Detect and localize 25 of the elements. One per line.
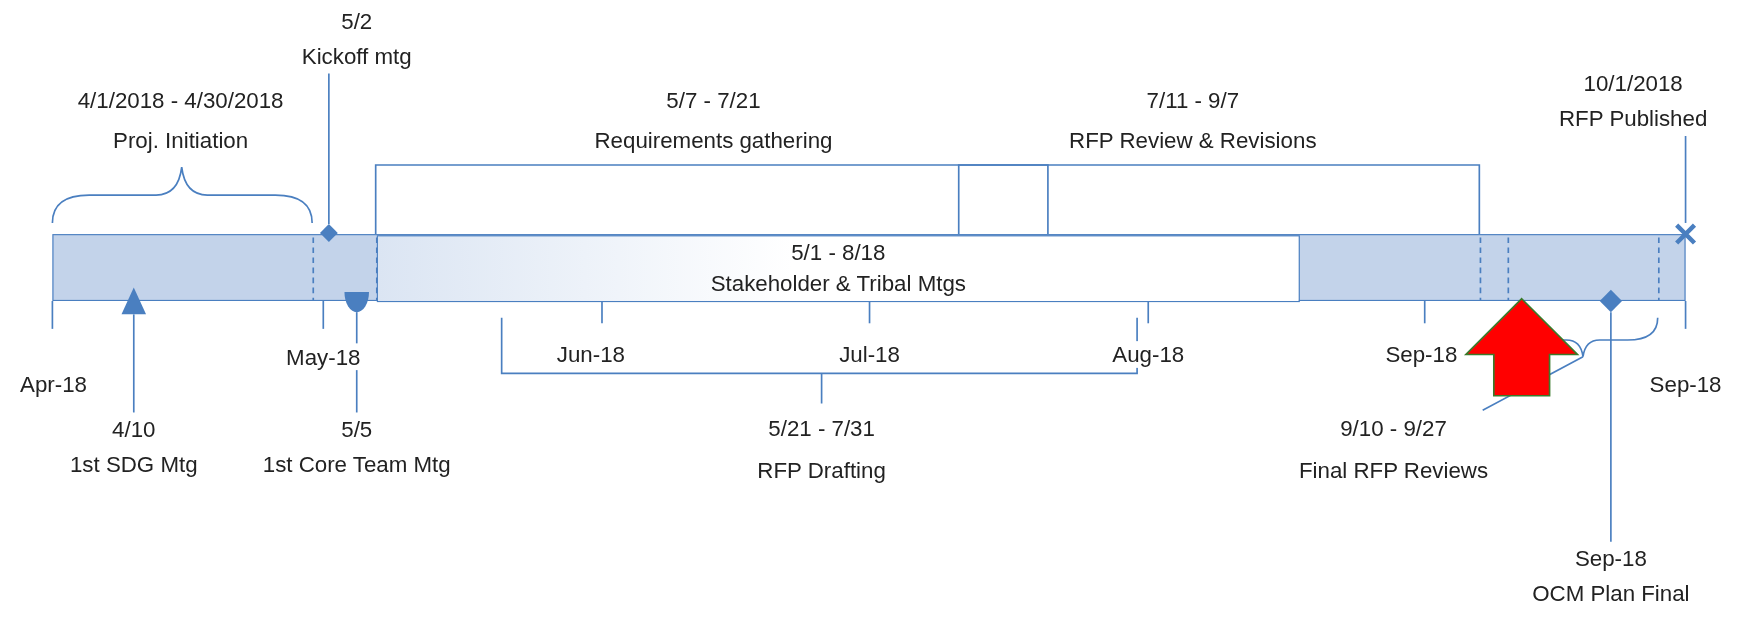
leader-line — [1684, 135, 1687, 224]
timeline-bar — [52, 234, 1686, 301]
date-label: 5/5 — [340, 415, 374, 444]
month-label: Aug-18 — [1112, 341, 1185, 368]
event-label: 1st SDG Mtg — [68, 450, 199, 479]
month-label: May-18 — [286, 343, 361, 371]
diamond-marker — [319, 224, 338, 242]
date-label: Sep-18 — [1573, 545, 1648, 573]
event-label: RFP Published — [1558, 104, 1709, 133]
leader-line — [1610, 311, 1612, 543]
triangle-marker — [121, 287, 147, 315]
event-label: Stakeholder & Tribal Mtgs — [709, 269, 967, 298]
date-label: 10/1/2018 — [1582, 70, 1684, 98]
event-label: Kickoff mtg — [300, 42, 413, 71]
event-label: 1st Core Team Mtg — [261, 450, 452, 479]
cross-marker — [1674, 222, 1697, 246]
leader-line — [328, 72, 330, 225]
date-label: 5/1 - 8/18 — [790, 238, 887, 267]
date-label: 4/10 — [111, 415, 157, 444]
leader-line — [132, 313, 135, 414]
semicircle-marker — [344, 292, 369, 313]
phase-box — [376, 235, 1300, 303]
diamond-marker — [1599, 289, 1623, 313]
event-label: OCM Plan Final — [1531, 579, 1691, 608]
date-label: 5/2 — [340, 7, 374, 36]
